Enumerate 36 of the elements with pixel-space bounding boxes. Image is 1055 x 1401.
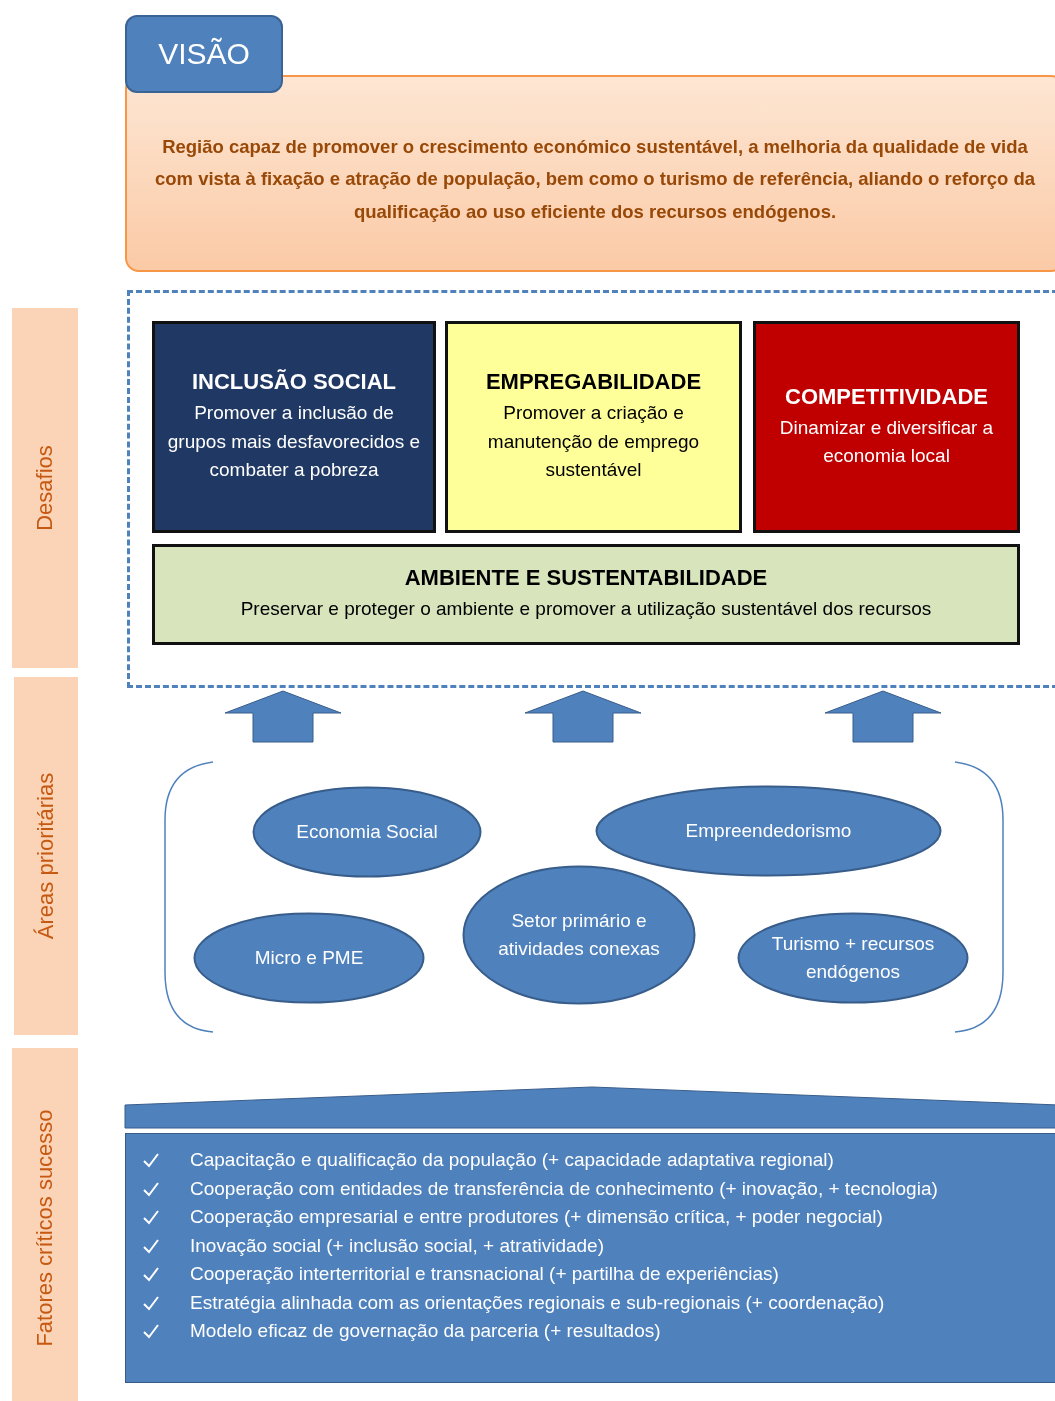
challenge-title: AMBIENTE E SUSTENTABILIDADE bbox=[404, 565, 768, 592]
challenge-title: EMPREGABILIDADE bbox=[485, 369, 702, 396]
factor-text: Cooperação empresarial e entre produtores (+ dimensão crítica, + poder negocial) bbox=[190, 1206, 883, 1227]
block-arrow bbox=[524, 690, 642, 743]
challenge-box bbox=[445, 321, 742, 533]
block-arrow bbox=[224, 690, 342, 743]
factors-panel bbox=[125, 1133, 1055, 1383]
challenge-title: INCLUSÃO SOCIAL bbox=[191, 369, 397, 396]
factor-text: Cooperação com entidades de transferência de conhecimento (+ inovação, + tecnologia) bbox=[190, 1177, 938, 1199]
factor-text: Cooperação interterritorial e transnacional (+ partilha de experiências) bbox=[190, 1263, 779, 1284]
challenge-text: Preservar e proteger o ambiente e promover a utilização sustentável dos recursos bbox=[240, 597, 932, 622]
area-ellipse: Economia Social bbox=[252, 786, 482, 878]
bracket-group bbox=[163, 760, 1005, 1032]
challenge-text: Promover a inclusão de grupos mais desfavorecidos e combater a pobreza bbox=[166, 401, 422, 483]
factor-text: Estratégia alinhada com as orientações regionais e sub-regionais (+ coordenação) bbox=[190, 1291, 885, 1313]
challenge-box bbox=[152, 321, 436, 533]
challenge-box bbox=[753, 321, 1020, 533]
side-band: Áreas prioritárias bbox=[14, 677, 78, 1035]
factor-text: Capacitação e qualificação da população (+ capacidade adaptativa regional) bbox=[190, 1149, 834, 1170]
area-ellipse: Empreendedorismo bbox=[595, 785, 942, 877]
challenge-text: Dinamizar e diversificar a economia local bbox=[778, 415, 995, 468]
area-ellipse: Setor primário e atividades conexas bbox=[462, 865, 696, 1005]
side-band: Desafios bbox=[12, 308, 78, 668]
area-ellipse: Turismo + recursos endógenos bbox=[737, 912, 969, 1004]
side-band: Fatores críticos sucesso bbox=[12, 1048, 78, 1401]
challenge-text: Promover a criação e manutenção de emprego sustentável bbox=[486, 401, 701, 483]
challenge-band bbox=[152, 544, 1020, 645]
block-arrow bbox=[824, 690, 942, 743]
dashed-frame bbox=[127, 290, 1055, 688]
challenge-title: COMPETITIVIDADE bbox=[785, 383, 988, 410]
factor-text: Modelo eficaz de governação da parceria (+ resultados) bbox=[190, 1320, 661, 1341]
vision-text: Região capaz de promover o crescimento económico sustentável, a melhoria da qualidade de vida com vista à fixação e atração de população, bem como o turismo de referência, aliando o reforço da qualificação ao uso eficiente dos recursos endógenos. bbox=[153, 134, 1037, 224]
vision-box bbox=[125, 75, 1055, 272]
factor-text: Inovação social (+ inclusão social, + atratividade) bbox=[190, 1234, 604, 1256]
area-ellipse: Micro e PME bbox=[193, 912, 425, 1004]
heading-tab: VISÃO bbox=[125, 15, 283, 93]
